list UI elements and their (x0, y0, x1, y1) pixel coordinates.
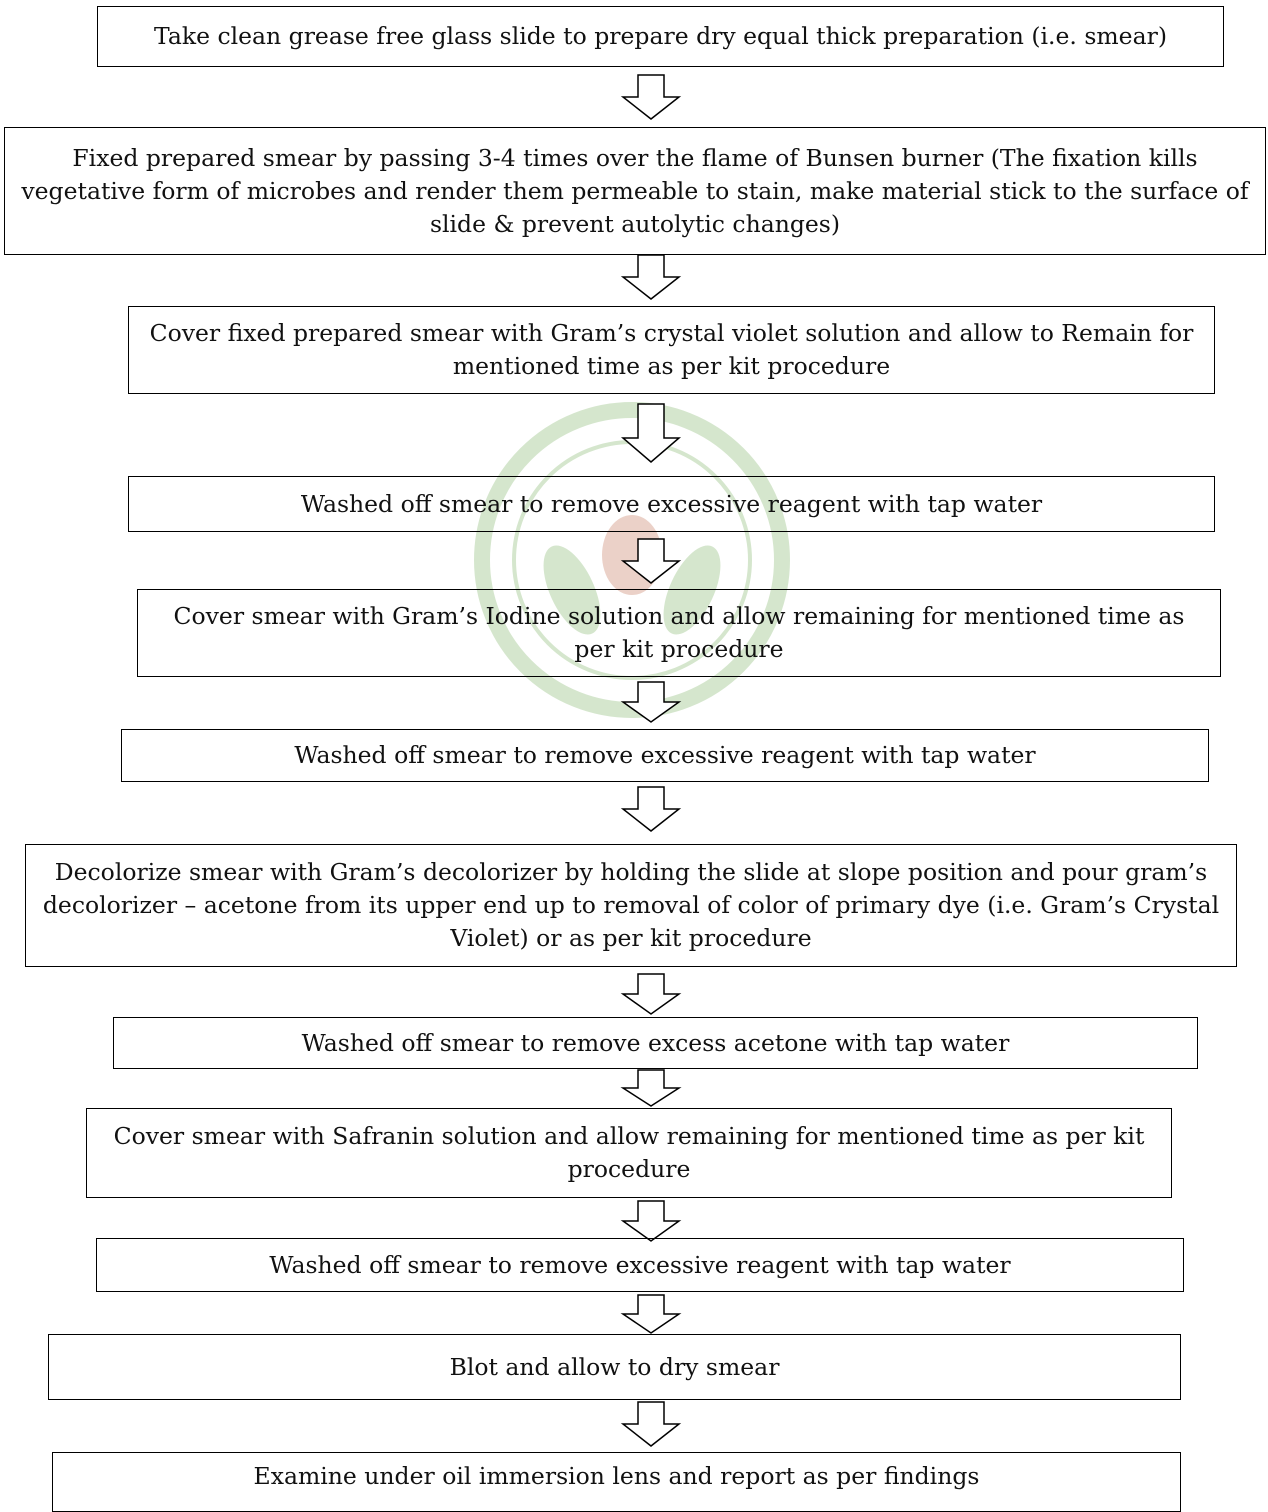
arrow-down-icon (619, 253, 683, 301)
arrow-down-icon (619, 402, 683, 464)
step-5-box: Cover smear with Gram’s Iodine solution … (137, 589, 1221, 677)
step-4-box: Washed off smear to remove excessive rea… (128, 476, 1215, 532)
step-6-box: Washed off smear to remove excessive rea… (121, 729, 1209, 782)
arrow-down-icon (619, 73, 683, 121)
step-11-box: Blot and allow to dry smear (48, 1334, 1181, 1400)
step-10-box: Washed off smear to remove excessive rea… (96, 1238, 1184, 1292)
arrow-down-icon (619, 1293, 683, 1335)
arrow-down-icon (619, 537, 683, 585)
arrow-down-icon (619, 680, 683, 724)
step-12-box: Examine under oil immersion lens and rep… (52, 1452, 1181, 1512)
step-8-box: Washed off smear to remove excess aceton… (113, 1017, 1198, 1069)
step-9-box: Cover smear with Safranin solution and a… (86, 1108, 1172, 1198)
arrow-down-icon (619, 972, 683, 1016)
step-7-box: Decolorize smear with Gram’s decolorizer… (25, 844, 1237, 967)
step-2-box: Fixed prepared smear by passing 3-4 time… (4, 127, 1266, 255)
step-1-box: Take clean grease free glass slide to pr… (97, 6, 1224, 67)
step-3-box: Cover fixed prepared smear with Gram’s c… (128, 306, 1215, 394)
arrow-down-icon (619, 1400, 683, 1448)
arrow-down-icon (619, 1068, 683, 1108)
arrow-down-icon (619, 1199, 683, 1243)
arrow-down-icon (619, 785, 683, 833)
